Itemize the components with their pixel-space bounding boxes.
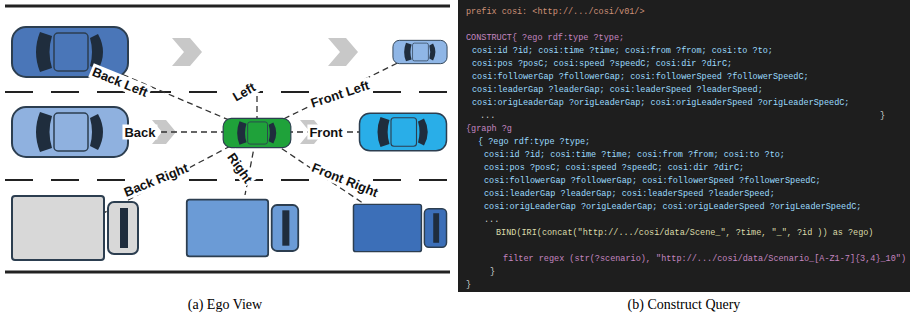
code-line: cosi:pos ?posC; cosi:speed ?speedC; cosi… [472,58,732,70]
code-line: cosi:id ?id; cosi:time ?time; cosi:from … [472,45,773,57]
direction-label: Back [122,125,157,140]
code-line: { ?ego rdf:type ?type; [478,136,590,148]
code-line: cosi:origLeaderGap ?origLeaderGap; cosi:… [472,97,849,109]
code-line: CONSTRUCT{ ?ego rdf:type ?type; [466,32,624,44]
code-line: ... [480,110,495,122]
code-line: cosi:pos ?posC; cosi:speed ?speedC; cosi… [484,162,744,174]
code-line: cosi:leaderGap ?leaderGap; cosi:leaderSp… [484,188,775,200]
code-line: cosi:followerGap ?followerGap; cosi:foll… [484,175,821,187]
code-line: filter regex (str(?scenario), "http://..… [503,253,906,265]
caption: (a) Ego View [188,297,262,313]
code-line: } [466,279,471,291]
direction-label: Front [307,125,344,140]
caption: (b) Construct Query [628,297,741,313]
code-line: cosi:leaderGap ?leaderGap; cosi:leaderSp… [472,84,763,96]
code-line: cosi:id ?id; cosi:time ?time; cosi:from … [484,149,785,161]
code-line: ... [484,214,499,226]
code-line: } [880,110,885,122]
code-line: prefix cosi: <http://.../cosi/v01/> [466,6,645,18]
code-line: cosi:followerGap ?followerGap; cosi:foll… [472,71,809,83]
code-line: {graph ?g [466,123,512,135]
code-line: BIND(IRI(concat("http://.../cosi/data/Sc… [496,227,873,239]
code-line: cosi:origLeaderGap ?origLeaderGap; cosi:… [484,201,861,213]
code-line: } [490,266,495,278]
